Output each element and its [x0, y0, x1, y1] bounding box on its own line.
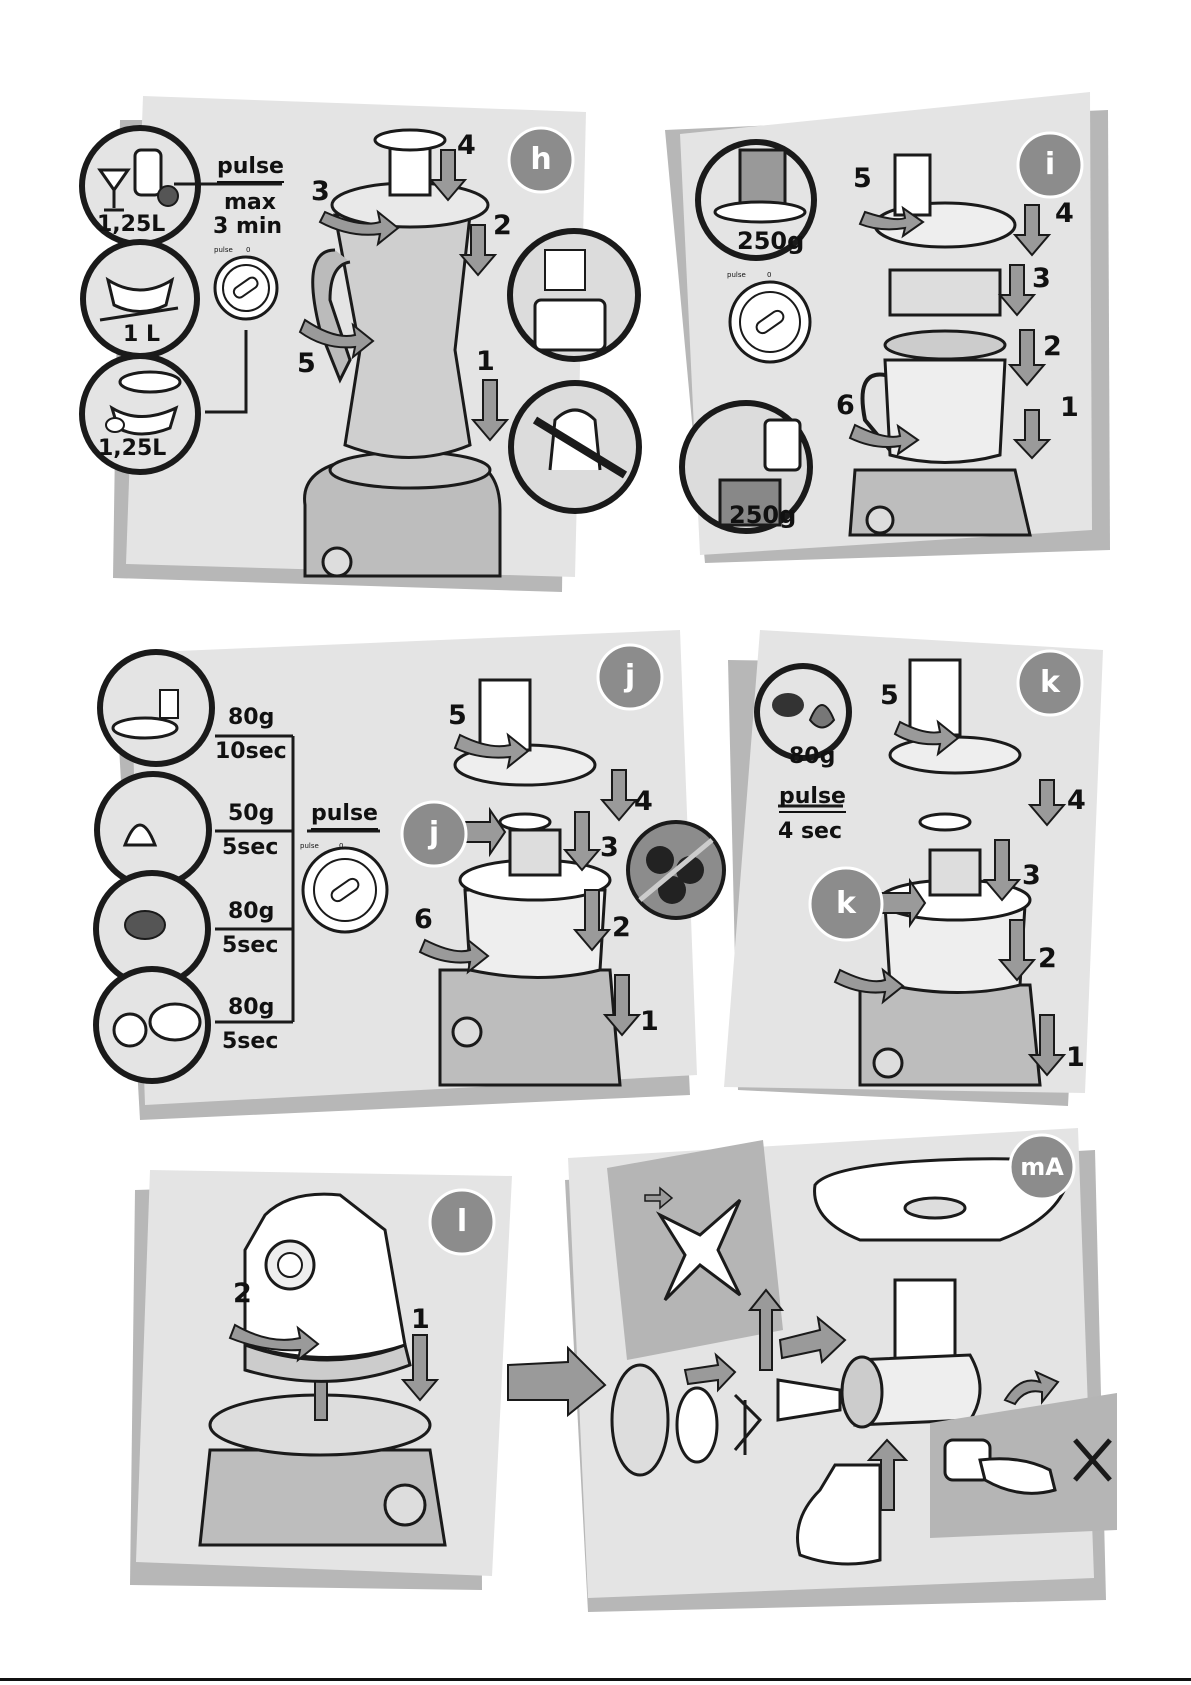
- step-5: 5: [853, 165, 872, 192]
- bracket-lines: [215, 736, 380, 1022]
- step-1: 1: [411, 1306, 430, 1333]
- step-5: 5: [297, 350, 316, 377]
- speed-dial: [215, 257, 277, 319]
- badge-k: k: [1040, 668, 1060, 698]
- dial-zero-label: 0: [767, 272, 771, 279]
- step-6: 6: [836, 392, 855, 419]
- mode-pulse-label: pulse: [779, 786, 846, 813]
- step-arrows: [685, 1290, 1058, 1510]
- step-arrows: [300, 150, 507, 440]
- step-1: 1: [640, 1008, 659, 1035]
- badge-i: i: [1045, 150, 1055, 180]
- no-nuts-inset: [628, 822, 724, 918]
- weight: 80g: [789, 746, 835, 768]
- quantity-coffee: 250g: [729, 503, 796, 527]
- dial-zero-label: 0: [339, 843, 343, 850]
- speed-dial: [730, 282, 810, 362]
- step-1: 1: [1060, 394, 1079, 421]
- dial-pulse-label: pulse: [727, 272, 746, 279]
- step-3: 3: [1032, 265, 1051, 292]
- quantity-vegetables: 250g: [737, 229, 804, 253]
- page-bottom-line: [0, 1678, 1191, 1681]
- time-2: 5sec: [222, 837, 278, 859]
- step-3: 3: [600, 834, 619, 861]
- badge-h: h: [530, 145, 551, 175]
- speed-dial: [303, 848, 387, 932]
- step-5: 5: [880, 682, 899, 709]
- weight-4: 80g: [228, 997, 274, 1019]
- ingredient-icons: [96, 652, 212, 1081]
- food-processor-illustration: [850, 155, 1030, 535]
- step-4: 4: [634, 788, 653, 815]
- step-arrows: [835, 722, 1064, 1075]
- big-arrow: [508, 1348, 605, 1415]
- quantity-drinks: 1,25L: [97, 214, 165, 236]
- quantity-soup: 1 L: [123, 324, 160, 346]
- time-label: 4 sec: [778, 821, 842, 843]
- food-processor-illustration: [440, 680, 620, 1085]
- time-4: 5sec: [222, 1031, 278, 1053]
- weight-1: 80g: [228, 707, 274, 729]
- weight-3: 80g: [228, 901, 274, 923]
- step-2: 2: [612, 914, 631, 941]
- mode-time-label: 3 min: [213, 216, 282, 238]
- motor-head-illustration: [200, 1194, 445, 1545]
- step-5: 5: [448, 702, 467, 729]
- step-4: 4: [1067, 787, 1086, 814]
- no-twist-inset: [930, 1393, 1117, 1538]
- step-2: 2: [1038, 945, 1057, 972]
- mincer-illustration: [612, 1159, 1070, 1564]
- step-3: 3: [311, 178, 330, 205]
- weight-2: 50g: [228, 803, 274, 825]
- mode-max-label: max: [224, 192, 276, 214]
- badge-l: l: [457, 1207, 467, 1237]
- step-4: 4: [1055, 200, 1074, 227]
- dial-pulse-label: pulse: [300, 843, 319, 850]
- blender-illustration: [305, 130, 500, 576]
- blade-inset: [607, 1140, 783, 1360]
- badge-j: j: [625, 662, 635, 692]
- time-1: 10sec: [215, 741, 287, 763]
- quantity-batter: 1,25L: [98, 438, 166, 460]
- dial-pulse-label: pulse: [214, 247, 233, 254]
- ice-inset: [510, 231, 638, 359]
- time-3: 5sec: [222, 935, 278, 957]
- no-hands-inset: [511, 383, 639, 511]
- step-4: 4: [457, 132, 476, 159]
- step-2: 2: [493, 212, 512, 239]
- step-3: 3: [1022, 862, 1041, 889]
- badge-j-side: j: [429, 819, 439, 849]
- badge-k-side: k: [836, 889, 856, 919]
- badge-ma: mA: [1020, 1155, 1064, 1179]
- step-1: 1: [1066, 1044, 1085, 1071]
- step-arrows: [230, 1325, 437, 1400]
- step-1: 1: [476, 348, 495, 375]
- food-processor-illustration: [860, 660, 1040, 1085]
- mode-pulse-label: pulse: [311, 803, 378, 830]
- step-6: 6: [414, 906, 433, 933]
- step-2: 2: [1043, 333, 1062, 360]
- mode-pulse-label: pulse: [217, 156, 284, 183]
- dial-zero-label: 0: [246, 247, 250, 254]
- step-arrows: [850, 205, 1049, 458]
- step-2: 2: [233, 1280, 252, 1307]
- step-arrows: [420, 735, 639, 1035]
